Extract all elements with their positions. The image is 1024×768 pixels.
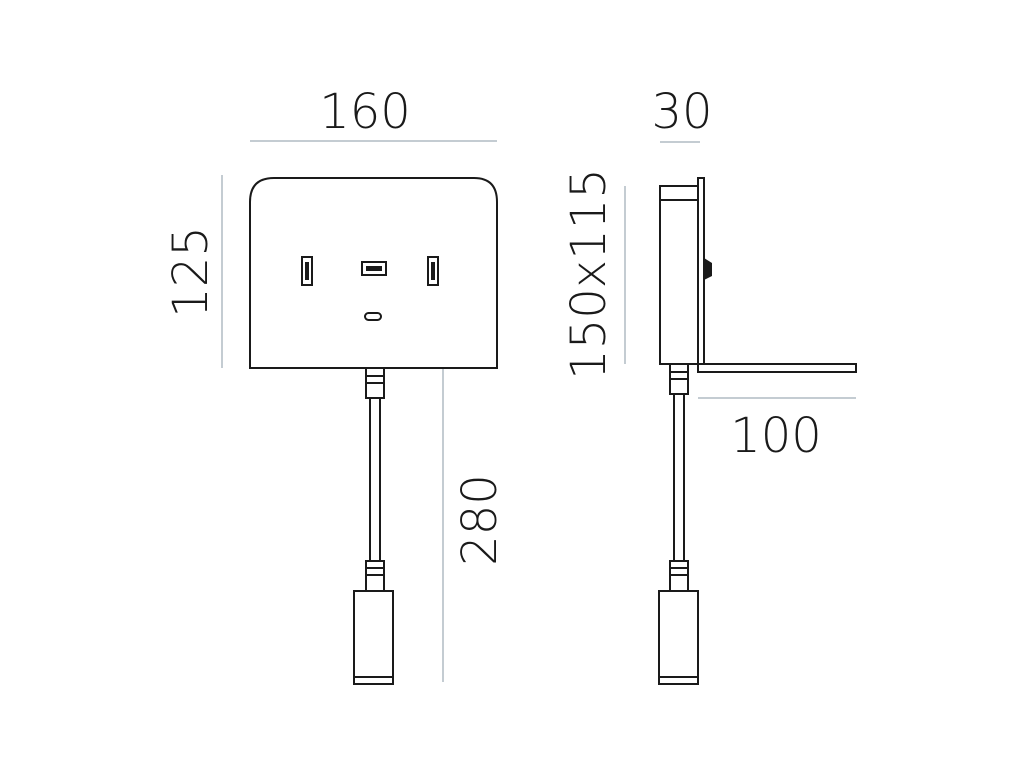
total-height-label: 280	[452, 474, 508, 566]
plate-label: 150x115	[561, 168, 617, 380]
side-lamp-head	[658, 590, 699, 685]
usb-a-port-icon	[361, 261, 387, 276]
side-body	[659, 185, 699, 365]
side-switch-icon	[704, 258, 712, 280]
side-wall-plate	[697, 177, 705, 371]
right-switch-icon	[427, 256, 439, 286]
right-switch-rocker	[431, 262, 435, 280]
side-shelf	[697, 363, 857, 373]
width-label: 160	[319, 84, 411, 140]
left-switch-icon	[301, 256, 313, 286]
back-plate	[249, 177, 498, 369]
shelf-label: 100	[730, 408, 822, 464]
flexible-arm	[369, 397, 381, 562]
side-view: 30 150x115 100	[561, 84, 857, 685]
side-flexible-arm	[673, 393, 685, 562]
left-switch-rocker	[305, 262, 309, 280]
usb-c-port-icon	[364, 312, 382, 321]
usb-a-port-insert	[366, 266, 382, 271]
height-label: 125	[163, 226, 219, 318]
depth-label: 30	[651, 84, 712, 140]
lamp-head	[353, 590, 394, 685]
front-view: 160 125 280	[163, 84, 508, 685]
